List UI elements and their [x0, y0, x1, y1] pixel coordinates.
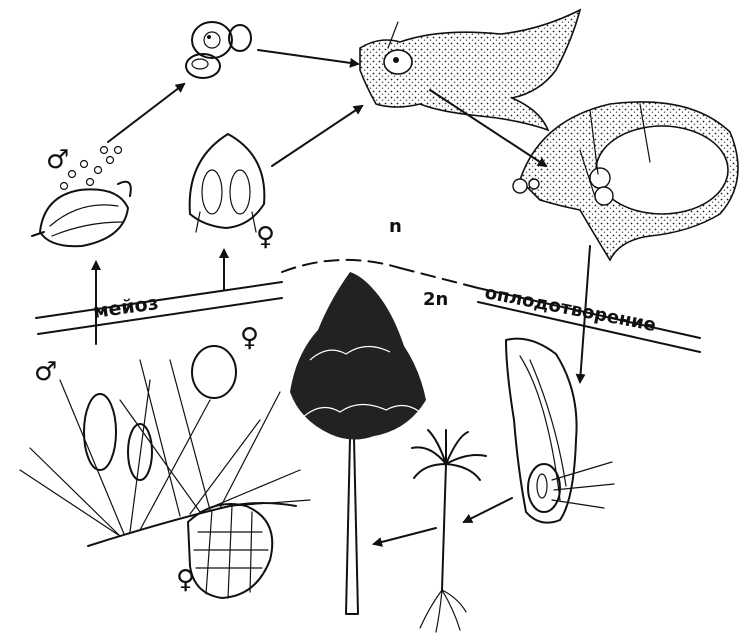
ovule-on-seed-scale: [190, 134, 265, 232]
female-symbol-ovule: ♀: [256, 222, 275, 252]
female-gametophyte: [360, 10, 580, 130]
diploid-label: 2n: [423, 289, 448, 310]
pollen-grains: [186, 22, 251, 78]
male-symbol-cones: ♂: [34, 357, 57, 387]
winged-seed: [506, 339, 614, 523]
female-symbol-young-cone: ♀: [240, 323, 259, 353]
pine-branch-with-cones: [20, 346, 310, 598]
haploid-label: n: [389, 216, 402, 237]
male-symbol-pollen: ♂: [46, 145, 69, 175]
pine-tree-sporophyte: [290, 272, 426, 614]
female-symbol-mature-cone: ♀: [176, 565, 195, 595]
